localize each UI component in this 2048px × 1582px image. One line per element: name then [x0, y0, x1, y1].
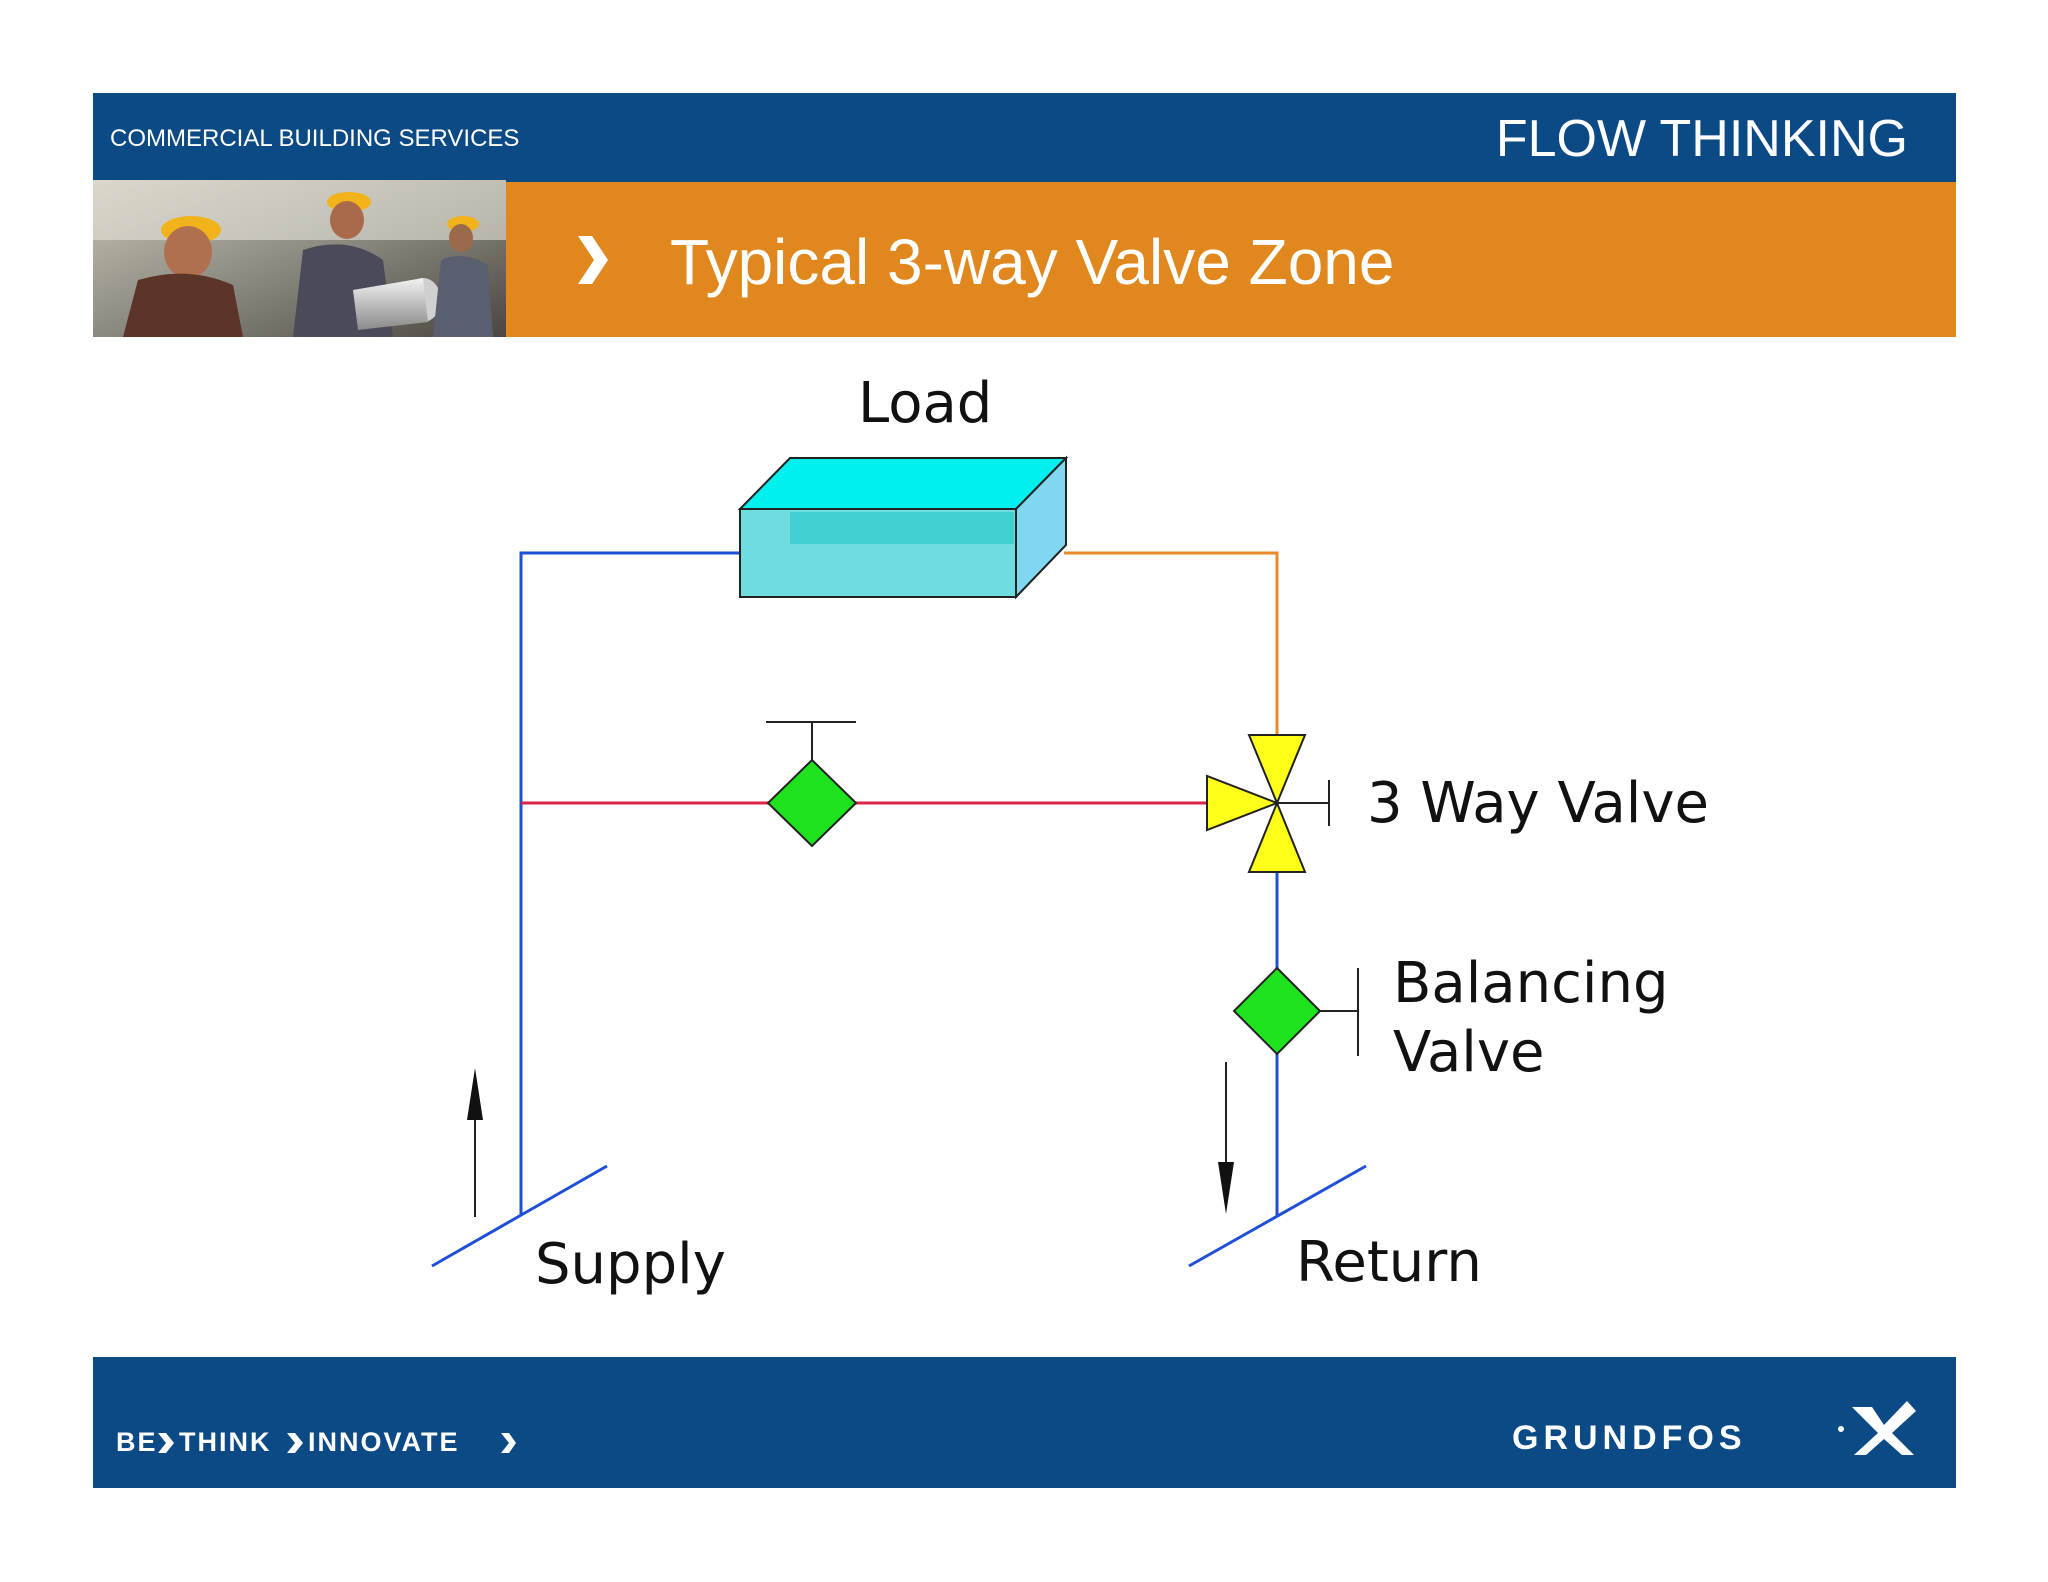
grundfos-man-icon: [1852, 1401, 1916, 1455]
section-label: COMMERCIAL BUILDING SERVICES: [110, 125, 520, 152]
footer-bar: BE THINK INNOVATE GRUNDFOS: [93, 1357, 1956, 1488]
return-balancing-valve: [1232, 966, 1359, 1056]
chevron-right-icon: [158, 1433, 174, 1453]
load-label: Load: [858, 371, 992, 436]
slogan-think: THINK: [179, 1427, 272, 1457]
slogan: BE THINK INNOVATE: [116, 1427, 516, 1457]
chevron-right-icon: [578, 236, 608, 284]
three-way-valve: [1206, 734, 1330, 873]
grundfos-logo: GRUNDFOS: [1512, 1401, 1916, 1457]
balancing-valve-label-line1: Balancing: [1393, 951, 1669, 1016]
return-pipe-from-load: [1064, 551, 1279, 735]
title-band: Typical 3-way Valve Zone: [506, 182, 1956, 337]
supply-pipe: [519, 551, 741, 1215]
header-bar: COMMERCIAL BUILDING SERVICES FLOW THINKI…: [93, 93, 1956, 182]
slogan-be: BE: [116, 1427, 158, 1457]
chevron-right-icon: [501, 1433, 516, 1453]
return-header-line: [1188, 1164, 1367, 1268]
workers-photo: [93, 180, 506, 337]
tagline-top: FLOW THINKING: [1495, 110, 1908, 168]
supply-header-line: [431, 1164, 608, 1268]
chevron-right-icon: [287, 1433, 303, 1453]
slide-title: Typical 3-way Valve Zone: [670, 226, 1395, 298]
three-way-valve-label: 3 Way Valve: [1367, 771, 1709, 836]
balancing-valve-label-line2: Valve: [1393, 1020, 1544, 1085]
brand-name: GRUNDFOS: [1512, 1419, 1747, 1457]
supply-label: Supply: [535, 1232, 726, 1297]
slogan-innovate: INNOVATE: [308, 1427, 460, 1457]
supply-arrow-icon: [467, 1068, 483, 1217]
return-arrow-icon: [1218, 1062, 1234, 1214]
return-label: Return: [1296, 1230, 1482, 1295]
bypass-balancing-valve: [766, 721, 858, 848]
load-coil: [737, 455, 1069, 600]
